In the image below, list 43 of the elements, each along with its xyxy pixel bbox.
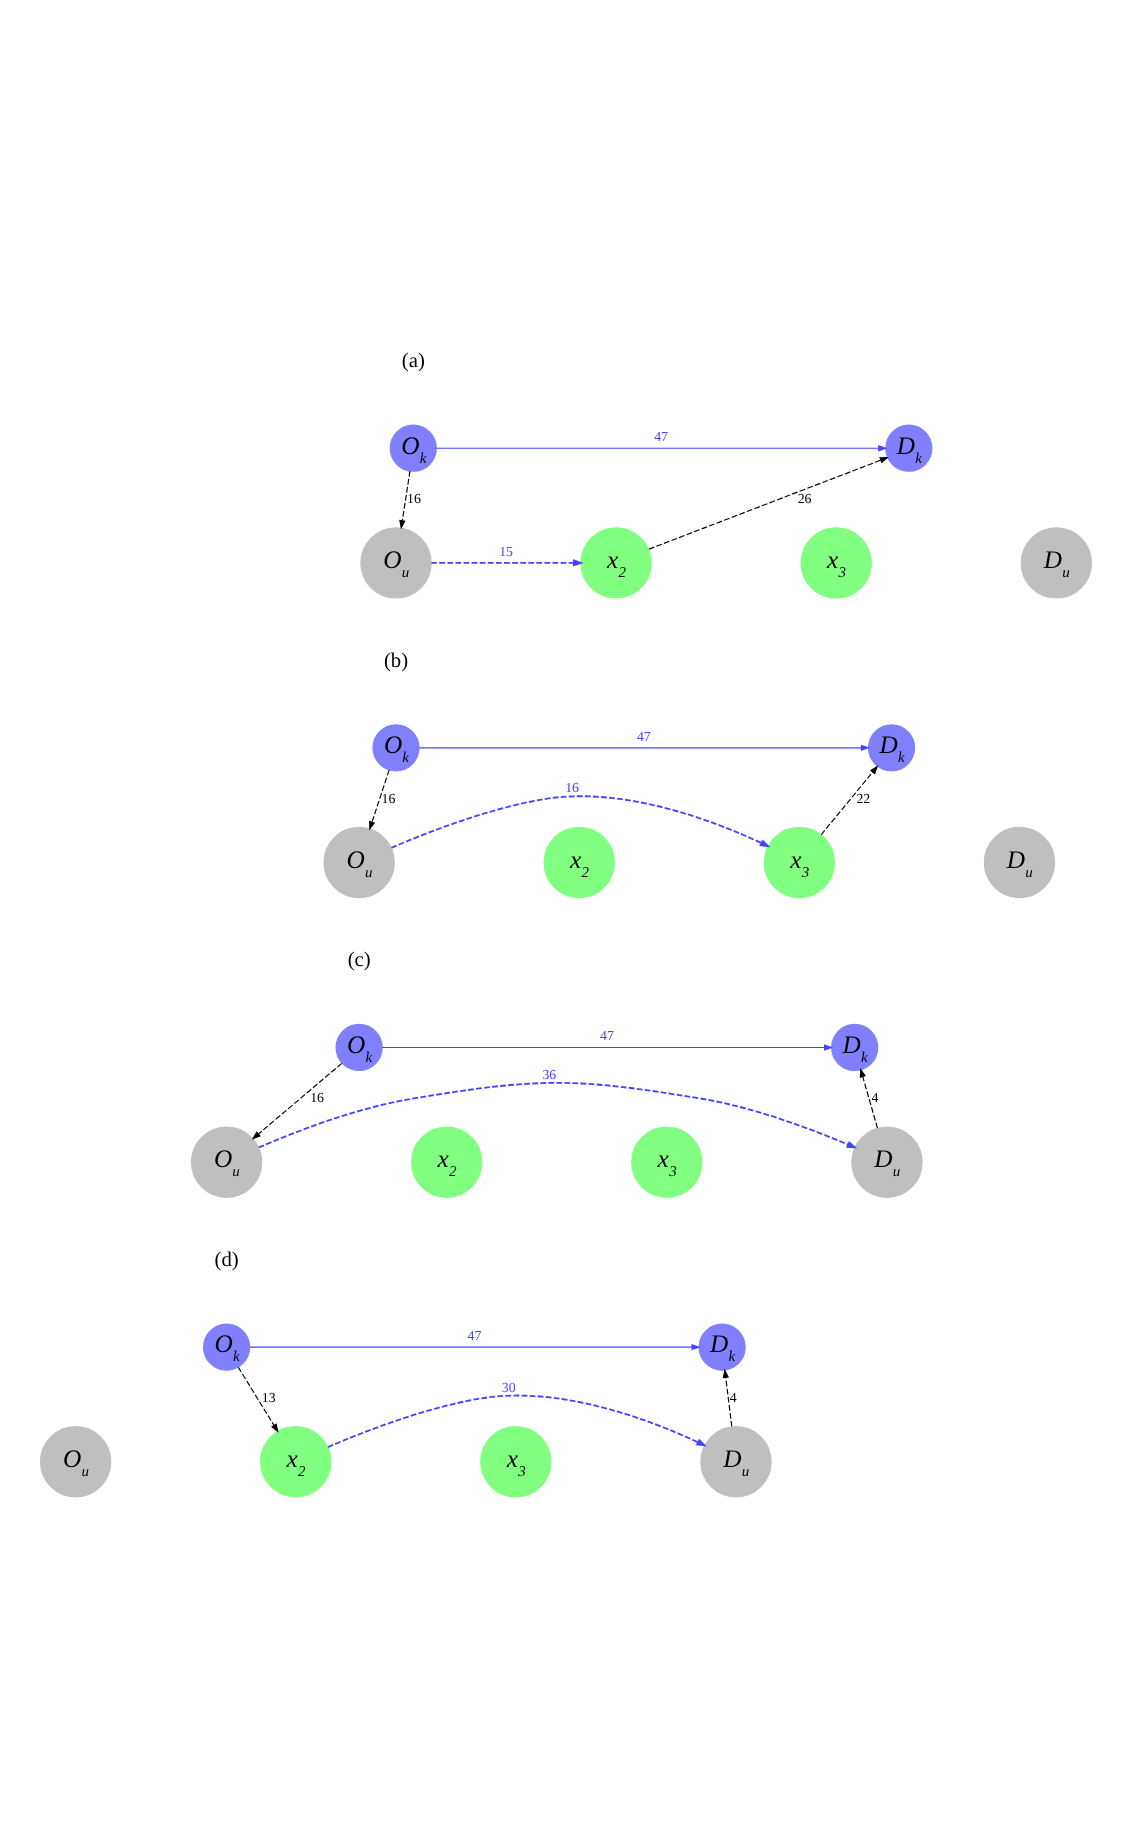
- arrow: [435, 445, 888, 452]
- node-circle: D$_{k}$: [831, 1023, 879, 1072]
- arrow: [820, 765, 879, 836]
- node-circle: x$_{2}$: [411, 1126, 483, 1198]
- node-circle: x$_{3}$: [800, 527, 872, 599]
- node-circle: O$_{k}$: [389, 424, 437, 472]
- arrow: [257, 1081, 858, 1149]
- node-circle: D$_{u}$: [983, 826, 1056, 899]
- label: (b): [383, 650, 409, 673]
- node-circle: D$_{k}$: [885, 424, 933, 472]
- arrow: [251, 1062, 343, 1140]
- node-circle: O$_{u}$: [39, 1426, 112, 1498]
- node-circle: x$_{3}$: [631, 1126, 703, 1198]
- arrow: [381, 1044, 834, 1051]
- arrow: [327, 1394, 707, 1448]
- node-circle: D$_{k}$: [698, 1323, 746, 1371]
- node-circle: x$_{2}$: [260, 1426, 332, 1498]
- node-circle: D$_{u}$: [700, 1426, 772, 1498]
- node-circle: O$_{u}$: [360, 527, 432, 599]
- label: (c): [347, 950, 371, 973]
- arrow: [722, 1368, 733, 1428]
- arrow: [369, 769, 390, 831]
- arrow: [237, 1366, 279, 1433]
- label: (a): [401, 350, 425, 373]
- node-circle: x$_{2}$: [580, 527, 652, 599]
- arrow: [399, 470, 411, 530]
- arrow: [390, 795, 771, 849]
- arrow: [648, 457, 889, 550]
- node-circle: x$_{3}$: [480, 1426, 552, 1498]
- node-circle: O$_{k}$: [372, 724, 420, 772]
- label: (d): [214, 1249, 239, 1272]
- node-circle: O$_{u}$: [323, 826, 395, 899]
- node-circle: O$_{k}$: [335, 1023, 383, 1072]
- arrow: [418, 744, 871, 752]
- node-circle: x$_{3}$: [763, 826, 836, 899]
- node-circle: D$_{k}$: [867, 724, 916, 772]
- node-circle: x$_{2}$: [543, 826, 615, 899]
- arrow: [249, 1343, 701, 1351]
- node-circle: D$_{u}$: [851, 1126, 923, 1198]
- node-circle: D$_{u}$: [1020, 527, 1093, 599]
- arrow: [430, 559, 584, 567]
- node-circle: O$_{k}$: [203, 1323, 251, 1371]
- arrow: [859, 1068, 879, 1129]
